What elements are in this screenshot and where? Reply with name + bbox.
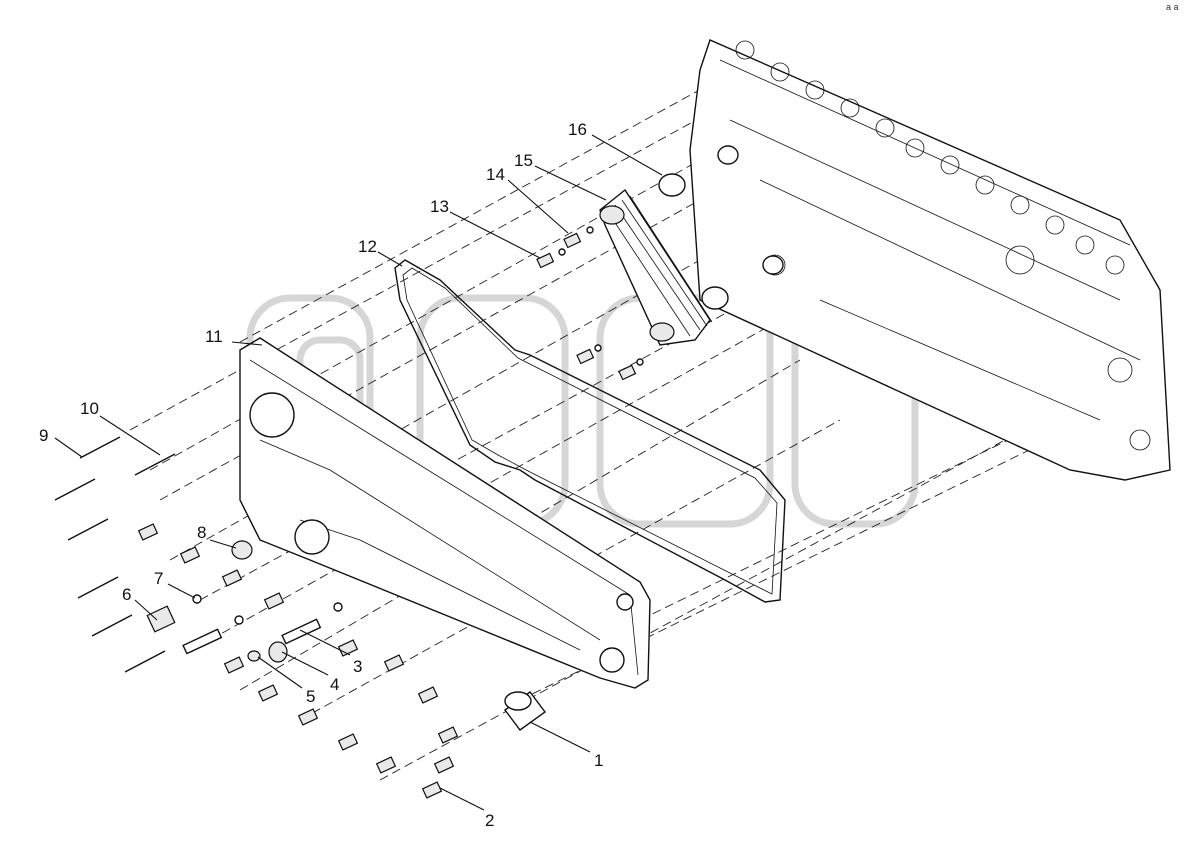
fitting [268,641,288,663]
callout-11: 11 [205,327,223,346]
callout-13: 13 [430,197,449,216]
engine-block [689,39,1171,481]
corner-mark: a a [1166,2,1179,12]
cylinder-bore-holes [735,40,1125,275]
callout-5: 5 [306,687,315,706]
callout-labels: 1 2 3 4 5 6 7 8 9 10 11 12 13 14 15 16 [39,120,603,830]
sensor [146,605,176,633]
o-rings [658,145,784,310]
small-cap [247,650,261,662]
callout-10: 10 [80,399,99,418]
cooler-gasket [394,259,786,603]
coupling-sleeve [504,691,546,731]
callout-15: 15 [514,151,533,170]
oil-cooler-element [599,188,713,346]
callout-14: 14 [486,165,505,184]
cooler-cover-housing [239,337,651,689]
dowel-pins [182,618,322,655]
leader-lines [54,134,663,811]
callout-9: 9 [39,426,48,445]
cooler-screws [536,226,644,381]
callout-6: 6 [122,585,131,604]
callout-2: 2 [485,811,494,830]
callout-8: 8 [197,523,206,542]
plug [231,540,253,560]
short-screws [137,523,459,799]
callout-16: 16 [568,120,587,139]
callout-1: 1 [594,751,603,770]
callout-4: 4 [330,675,339,694]
callout-7: 7 [154,569,163,588]
callout-12: 12 [358,237,377,256]
long-bolts [54,436,176,673]
small-washers [192,594,343,625]
callout-3: 3 [353,657,362,676]
